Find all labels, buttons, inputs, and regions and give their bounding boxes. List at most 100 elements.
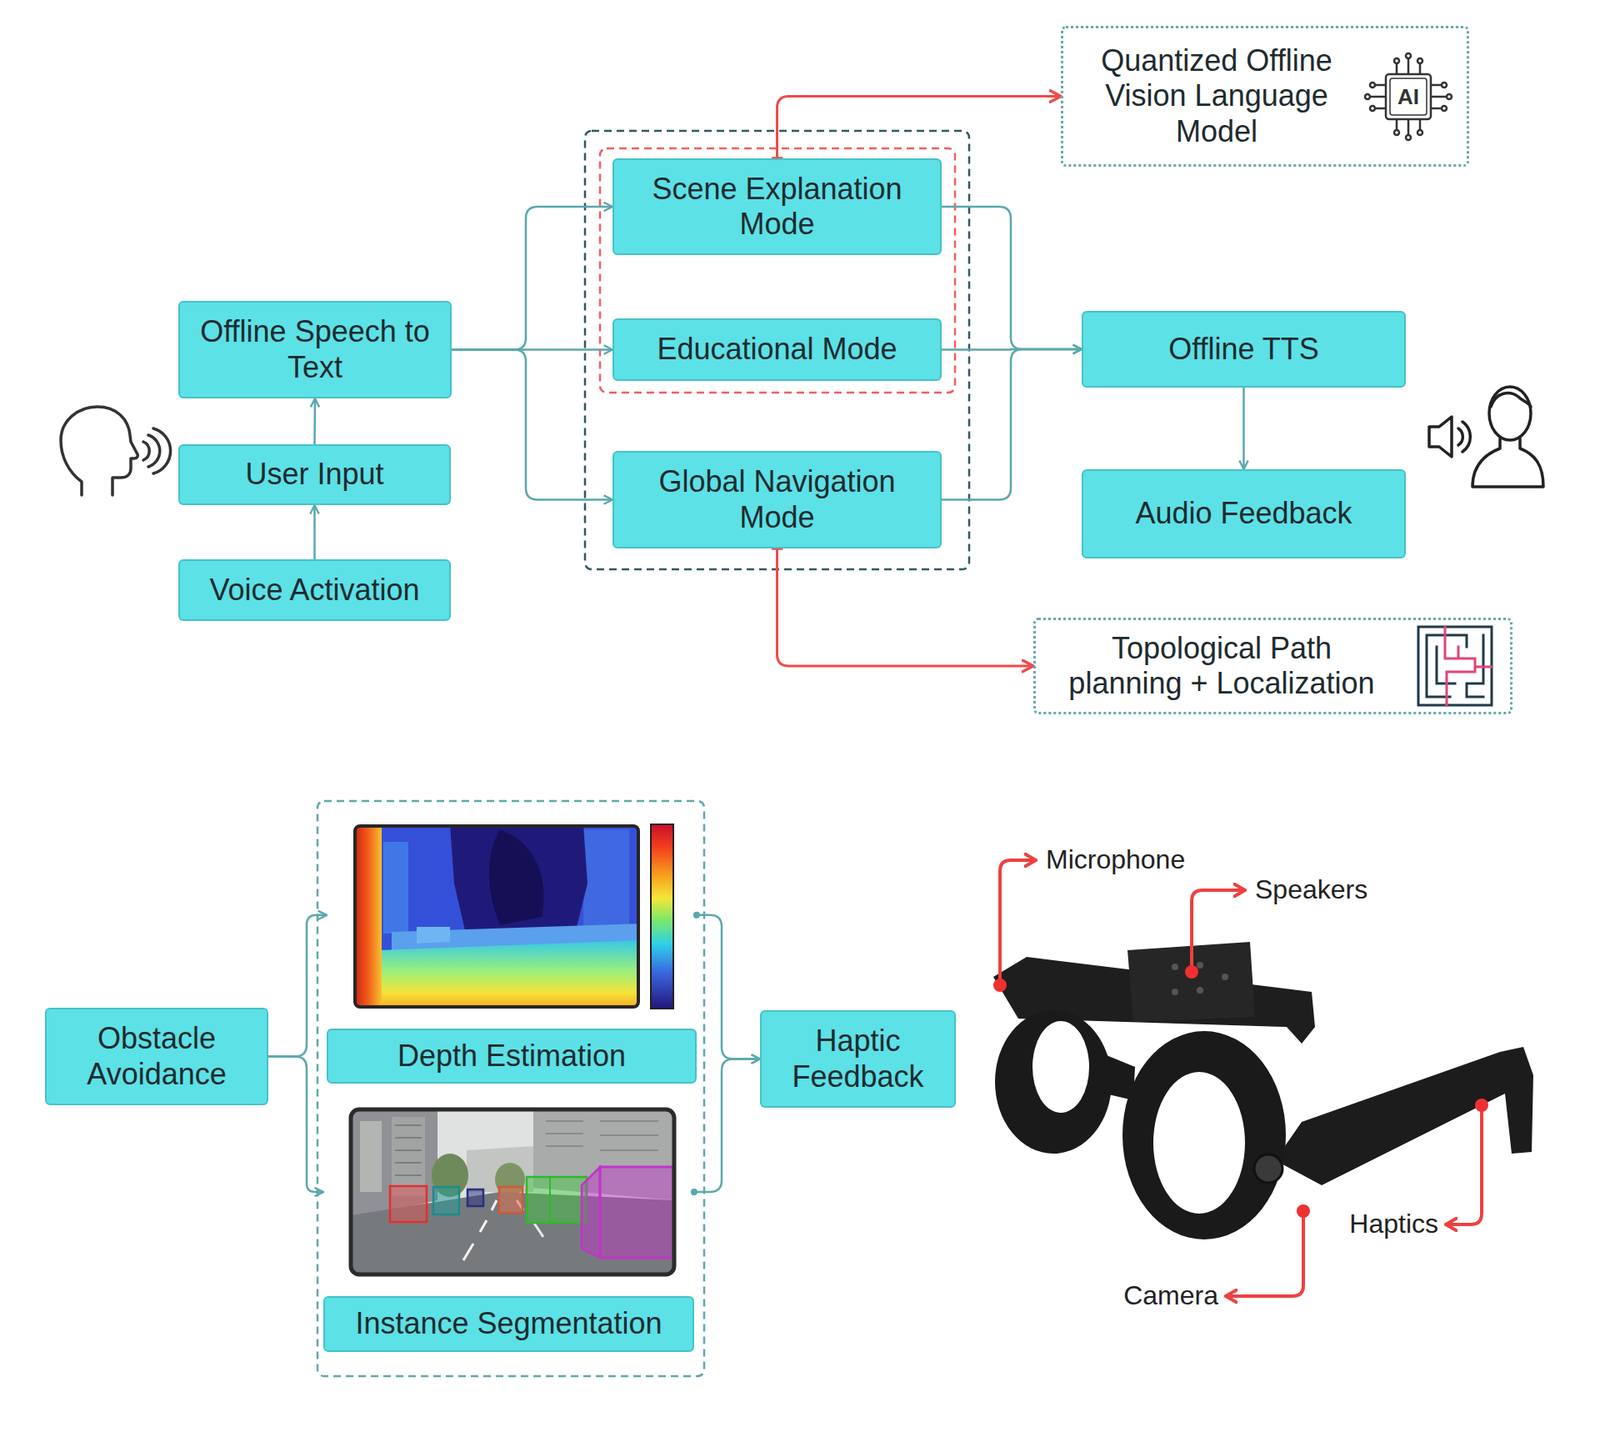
depth-map-image-part — [355, 825, 639, 1007]
smart-glasses-part — [1122, 1030, 1286, 1240]
process-box: Scene Explanation Mode — [612, 158, 942, 255]
process-box: Offline Speech to Text — [178, 300, 452, 399]
segmentation-image-part-part — [350, 1109, 675, 1275]
node-text: Haptic Feedback — [770, 1023, 946, 1094]
callout-leader — [1000, 860, 1482, 1296]
callout-leader-part — [1445, 1105, 1482, 1225]
image-panel: Depth Estimation — [326, 824, 697, 1084]
part-label: Speakers — [1255, 875, 1368, 905]
ai-chip-icon-part — [1441, 82, 1447, 88]
maze-icon — [1418, 626, 1492, 705]
group-frame-part — [317, 800, 705, 1376]
flow-connector — [696, 915, 760, 1060]
segmentation-image-part-part — [467, 1189, 484, 1206]
ai-chip-icon-part — [1370, 58, 1447, 135]
smart-glasses-part — [1275, 1046, 1534, 1185]
icon-label: AI — [1397, 85, 1420, 110]
node-text: Offline Speech to Text — [188, 314, 442, 385]
depth-map-image-part — [355, 825, 639, 1007]
process-box: Educational Mode — [612, 318, 942, 381]
ai-chip-icon-part — [1394, 130, 1400, 135]
callout-dot — [993, 965, 1489, 1218]
listener-icon-part — [1462, 421, 1470, 452]
maze-icon-part — [1418, 626, 1492, 705]
callout-dot-part — [1185, 965, 1199, 979]
module-box: Topological Path planning + Localization — [1033, 617, 1513, 715]
ai-chip-icon-part — [1417, 130, 1423, 135]
speaking-head-icon-part — [143, 441, 150, 460]
smart-glasses-part — [1171, 961, 1229, 995]
smart-glasses-part-part — [1171, 988, 1179, 995]
node-text: Global Navigation Mode — [622, 464, 932, 535]
segmentation-image — [349, 1107, 676, 1276]
segmentation-image-part-part — [600, 1166, 674, 1258]
ai-chip-icon-part — [1390, 78, 1427, 115]
depth-map-image-part — [650, 824, 674, 1009]
node-text: Voice Activation — [209, 572, 420, 608]
smart-glasses-part-part — [1221, 973, 1229, 980]
group-frame-part — [600, 148, 955, 393]
caption-box: Instance Segmentation — [323, 1295, 695, 1352]
listener-icon-part — [1490, 393, 1531, 407]
node-text: Instance Segmentation — [355, 1305, 662, 1341]
speaking-head-icon-part — [148, 435, 160, 467]
part-label: Camera — [1123, 1280, 1219, 1310]
flow-connector — [1242, 387, 1245, 470]
flow-connector — [268, 1056, 324, 1193]
node-text: Scene Explanation Mode — [622, 171, 932, 242]
speaking-head-icon-part — [60, 406, 138, 495]
text-area: Topological Path planning + Localization — [1055, 620, 1389, 712]
listener-icon — [1429, 386, 1544, 487]
process-box: Obstacle Avoidance — [45, 1007, 269, 1105]
module-link — [777, 548, 1035, 666]
module-link — [777, 96, 1062, 160]
ai-chip-icon — [1365, 53, 1452, 140]
listener-icon-part — [1489, 386, 1531, 440]
depth-map-image-part-part — [489, 829, 545, 925]
ai-chip-icon-part — [1446, 94, 1452, 100]
listener-icon-part — [1429, 416, 1452, 457]
process-box: Voice Activation — [178, 559, 451, 621]
ai-chip-icon-part — [1441, 105, 1447, 111]
segmentation-image-part-part — [395, 1125, 422, 1175]
segmentation-image-part-part — [581, 1166, 600, 1258]
callout-dot-part — [993, 978, 1007, 992]
process-box: Global Navigation Mode — [612, 450, 942, 549]
ai-chip-icon-part — [1365, 94, 1370, 100]
flow-connector — [451, 206, 613, 350]
image-panel: Instance Segmentation — [323, 1107, 695, 1352]
depth-map-image-part-part — [355, 825, 382, 1007]
flow-connector — [451, 350, 613, 500]
smart-glasses-part — [1254, 1154, 1283, 1183]
ai-chip-icon-part — [1385, 74, 1431, 120]
callout-leader-part — [1191, 890, 1245, 972]
flow-connector — [268, 915, 327, 1057]
process-box: User Input — [178, 444, 451, 505]
ai-chip-icon-part — [1417, 58, 1423, 64]
node-text: Audio Feedback — [1135, 495, 1352, 531]
listener-icon-part — [1472, 438, 1544, 487]
depth-map-image — [353, 824, 674, 1010]
speaking-head-icon — [60, 406, 171, 495]
node-text: User Input — [245, 456, 384, 492]
segmentation-image-part-part — [526, 1176, 587, 1223]
ai-chip-icon-part — [1370, 82, 1375, 88]
listener-icon-part — [1458, 428, 1463, 445]
flow-connector — [941, 206, 1082, 350]
part-label: Haptics — [1349, 1209, 1439, 1239]
node-text: Offline TTS — [1168, 331, 1320, 367]
segmentation-image-part-part — [499, 1186, 523, 1213]
flow-connector — [694, 1059, 760, 1193]
callout-dot-part — [1296, 1204, 1310, 1218]
ai-chip-icon-part — [1394, 58, 1400, 64]
smart-glasses-part-part — [1196, 961, 1204, 969]
smart-glasses-part — [995, 1010, 1112, 1154]
caption-box: Depth Estimation — [326, 1028, 697, 1084]
segmentation-image-part — [350, 1109, 675, 1275]
node-text: Educational Mode — [656, 331, 897, 367]
group-frame-part — [585, 130, 970, 570]
segmentation-image-part-part — [463, 1200, 497, 1260]
ai-chip-icon-part — [1405, 53, 1411, 59]
smart-glasses-part — [1098, 1051, 1135, 1100]
